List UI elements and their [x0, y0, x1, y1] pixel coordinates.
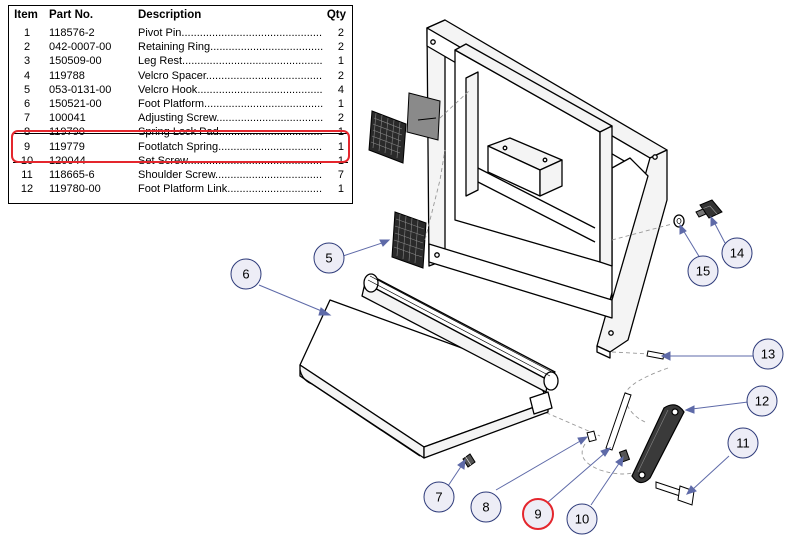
svg-text:9: 9 [534, 507, 541, 522]
row-qty: 1 [337, 55, 344, 68]
row-description: Velcro Hook [138, 84, 323, 97]
table-row: 12 119780-00 Foot Platform Link 1 [9, 183, 352, 196]
velcro-leader [417, 117, 437, 121]
svg-text:11: 11 [736, 436, 750, 451]
callout-10: 10 [566, 503, 598, 535]
pivot-pin [646, 350, 665, 360]
highlight-box-item-9 [11, 130, 350, 163]
table-row: 2 042-0007-00 Retaining Ring 2 [9, 41, 352, 54]
leg-rest-frame [426, 19, 668, 359]
table-header: Item Part No. Description Qty [9, 9, 352, 22]
svg-text:8: 8 [482, 500, 489, 515]
callout-8: 8 [470, 491, 502, 523]
svg-text:5: 5 [325, 251, 332, 266]
table-row: 6 150521-00 Foot Platform 1 [9, 98, 352, 111]
footlatch-spring [605, 392, 632, 451]
header-item: Item [14, 9, 38, 21]
row-part-no: 150509-00 [49, 55, 102, 68]
retaining-ring [673, 214, 685, 228]
foot-platform [299, 273, 559, 459]
row-description: Shoulder Screw [138, 169, 323, 182]
row-item: 9 [23, 140, 31, 153]
callout-6: 6 [230, 258, 262, 290]
callout-leaders [258, 215, 756, 506]
callout-12: 12 [746, 385, 778, 417]
row-description: Foot Platform [138, 98, 323, 111]
row-part-no: 042-0007-00 [49, 41, 112, 54]
row-description: Velcro Spacer [138, 70, 323, 83]
velcro-hook-upper [368, 110, 407, 164]
table-row: 11 118665-6 Shoulder Screw 7 [9, 169, 352, 182]
row-qty: 2 [337, 112, 344, 125]
table-row: 5 053-0131-00 Velcro Hook 4 [9, 84, 352, 97]
row-item: 7 [23, 112, 31, 125]
svg-text:12: 12 [755, 394, 769, 409]
row-part-no: 100041 [49, 112, 86, 125]
parts-list-table: Item Part No. Description Qty 1 118576-2… [8, 5, 353, 204]
row-part-no: 118665-6 [49, 169, 95, 181]
row-item: 1 [23, 27, 31, 39]
row-item: 6 [23, 98, 31, 110]
callout-15: 15 [687, 255, 719, 287]
table-row: 7 100041 Adjusting Screw 2 [9, 112, 352, 125]
velcro-hook-lower [391, 211, 427, 269]
row-qty: 7 [337, 169, 344, 181]
row-item: 2 [23, 41, 31, 54]
header-qty: Qty [326, 9, 346, 21]
spring-lock-pad [586, 430, 597, 443]
row-part-no: 150521-00 [49, 98, 102, 110]
knob-screw [695, 199, 723, 219]
row-qty: 4 [337, 83, 344, 96]
callout-13: 13 [752, 338, 784, 370]
row-qty: 1 [337, 140, 344, 153]
callout-9-highlighted: 9 [522, 498, 554, 530]
row-item: 4 [23, 69, 31, 82]
table-row: 4 119788 Velcro Spacer 2 [9, 70, 352, 83]
row-qty: 1 [337, 183, 344, 196]
row-item: 12 [20, 183, 34, 196]
svg-text:14: 14 [730, 246, 744, 261]
row-qty: 2 [337, 41, 344, 54]
row-item: 5 [23, 83, 31, 96]
row-qty: 1 [337, 98, 344, 110]
table-row: 1 118576-2 Pivot Pin 2 [9, 27, 352, 40]
table-row: 3 150509-00 Leg Rest 1 [9, 55, 352, 68]
row-part-no: 119780-00 [49, 183, 101, 196]
svg-text:15: 15 [696, 264, 710, 279]
row-qty: 2 [337, 27, 344, 39]
svg-text:7: 7 [435, 490, 442, 505]
callout-11: 11 [727, 427, 759, 459]
row-qty: 2 [337, 69, 344, 82]
callout-5: 5 [313, 242, 345, 274]
row-part-no: 118576-2 [49, 27, 95, 39]
row-description: Foot Platform Link [138, 183, 323, 196]
header-description: Description [138, 9, 202, 21]
row-part-no: 119788 [49, 69, 85, 82]
row-description: Leg Rest [138, 55, 323, 68]
svg-text:10: 10 [575, 512, 589, 527]
row-item: 11 [21, 169, 33, 181]
row-part-no: 119779 [49, 140, 85, 153]
callout-7: 7 [423, 481, 455, 513]
row-description: Retaining Ring [138, 41, 323, 54]
header-part-no: Part No. [49, 9, 94, 21]
callout-14: 14 [721, 237, 753, 269]
row-description: Footlatch Spring [138, 141, 323, 154]
foot-platform-link [631, 404, 685, 484]
strikethrough-line [13, 133, 348, 135]
svg-text:13: 13 [761, 347, 775, 362]
velcro-spacer [406, 92, 441, 141]
row-part-no: 053-0131-00 [49, 83, 112, 96]
row-description: Adjusting Screw [138, 112, 323, 125]
row-item: 3 [23, 55, 31, 68]
svg-text:6: 6 [242, 267, 249, 282]
adjusting-screw [462, 453, 476, 468]
table-row: 9 119779 Footlatch Spring 1 [9, 141, 352, 154]
row-description: Pivot Pin [138, 27, 323, 40]
